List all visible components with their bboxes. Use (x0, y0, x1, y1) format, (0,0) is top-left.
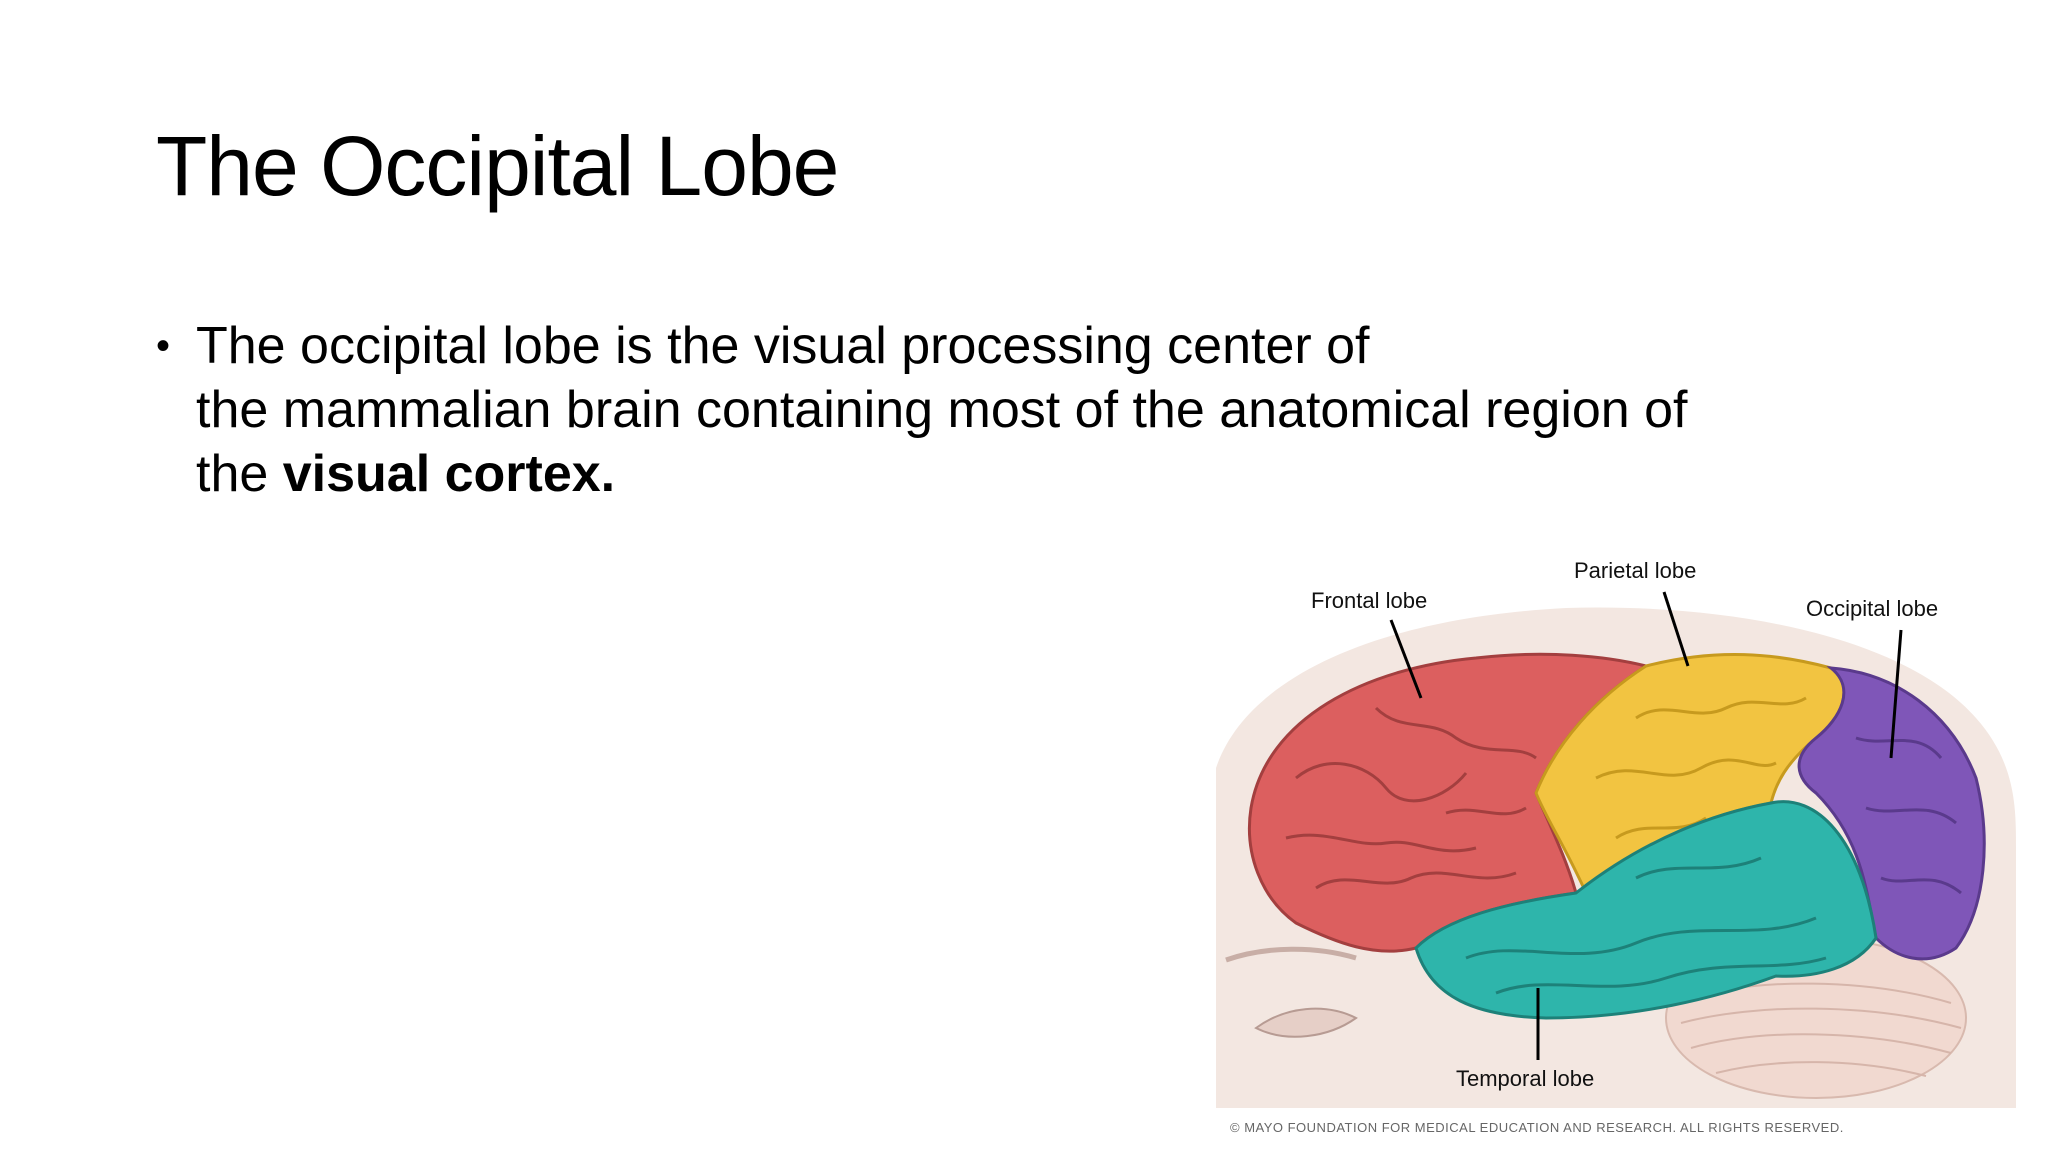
parietal-lobe-label: Parietal lobe (1574, 558, 1696, 583)
bullet-line-3: the visual cortex. (196, 442, 1856, 506)
temporal-lobe (1414, 800, 1878, 1020)
occipital-lobe-label: Occipital lobe (1806, 596, 1938, 621)
bullet-emphasis: visual cortex. (282, 445, 616, 503)
bullet-line-1: The occipital lobe is the visual process… (196, 317, 1370, 375)
bullet-line-2: the mammalian brain containing most of t… (196, 381, 1688, 439)
temporal-lobe-label: Temporal lobe (1456, 1066, 1594, 1091)
occipital-lobe (1797, 666, 1986, 961)
bullet-icon: • (156, 324, 171, 368)
eye-shape (1254, 1007, 1358, 1038)
brain-diagram: Frontal lobe Parietal lobe Occipital lob… (1216, 548, 2016, 1148)
slide-title: The Occipital Lobe (156, 119, 839, 213)
bullet-line-3-text: the (196, 445, 283, 503)
bullet-item: • The occipital lobe is the visual proce… (156, 314, 1856, 506)
brow-shape (1225, 946, 1357, 963)
frontal-lobe-label: Frontal lobe (1311, 588, 1427, 613)
bullet-list: • The occipital lobe is the visual proce… (156, 314, 1856, 506)
copyright-text: © MAYO FOUNDATION FOR MEDICAL EDUCATION … (1230, 1120, 1844, 1135)
